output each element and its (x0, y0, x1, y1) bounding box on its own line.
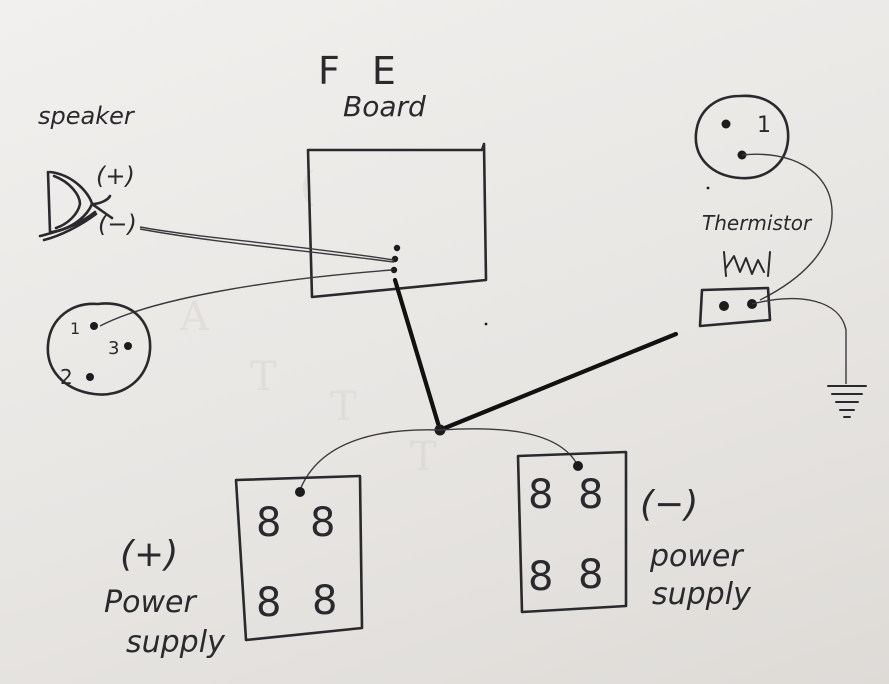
left-socket-pin-3 (124, 342, 132, 350)
speaker-icon (38, 170, 114, 242)
negative-supply-digit-4: 8 (578, 552, 603, 598)
left-socket-pin-3-label: 3 (108, 338, 119, 359)
positive-supply-digit-3: 8 (256, 580, 281, 626)
negative-supply-sign: (−) (640, 484, 698, 525)
negative-supply-label-line1: power (649, 539, 744, 574)
thermistor-to-junction-line (437, 331, 679, 433)
left-socket-pin-2 (86, 373, 94, 381)
speaker-positive-label: (+) (96, 162, 135, 190)
positive-supply-digit-4: 8 (312, 578, 337, 624)
speaker-wire (139, 226, 395, 261)
speaker-label: speaker (38, 102, 136, 130)
right-socket-pin-1-label: 1 (757, 113, 771, 138)
svg-text:T: T (330, 384, 357, 430)
bleed-through: ( A T T T (179, 164, 437, 480)
thermistor-terminal-left (719, 301, 729, 311)
svg-text:T: T (250, 354, 277, 400)
right-socket-pin-a (721, 119, 731, 129)
thermistor-icon (723, 251, 771, 277)
right-socket: 1 (694, 94, 790, 180)
thermistor-block (698, 286, 772, 328)
speaker-negative-label: (−) (98, 210, 137, 238)
positive-power-supply: 8 8 8 8 (+) Power supply (104, 474, 364, 660)
ground-wire (751, 297, 847, 384)
fe-board-terminal-1 (393, 244, 401, 252)
positive-supply-sign: (+) (120, 534, 178, 575)
ground-icon (827, 385, 867, 418)
socket-to-thermistor-wire (741, 153, 833, 301)
socket-wire (99, 269, 393, 327)
negative-power-supply: 8 8 8 8 (−) power supply (516, 450, 752, 614)
fe-board: F E Board (306, 49, 488, 299)
right-socket-outline (694, 94, 790, 180)
junction-to-positive-supply-wire (299, 429, 441, 491)
negative-supply-digit-2: 8 (578, 472, 603, 518)
left-socket-pin-2-label: 2 (60, 365, 73, 389)
left-socket: 1 3 2 (46, 302, 152, 396)
negative-supply-digit-3: 8 (528, 554, 553, 600)
positive-supply-digit-2: 8 (310, 500, 335, 546)
positive-supply-label-line1: Power (104, 585, 197, 620)
negative-supply-terminal (573, 461, 583, 471)
ink-speck (484, 322, 488, 326)
junction-to-negative-supply-wire (439, 428, 579, 467)
fe-board-subtitle: Board (343, 90, 426, 123)
ground (751, 297, 867, 418)
left-socket-pin-1 (90, 322, 98, 330)
positive-supply-digit-1: 8 (256, 500, 281, 546)
fe-to-junction-line (392, 277, 443, 433)
svg-text:A: A (179, 294, 210, 340)
positive-supply-box (234, 474, 364, 642)
ink-speck (706, 186, 710, 190)
negative-supply-label-line2: supply (652, 577, 752, 612)
fe-board-box (306, 142, 488, 299)
left-socket-outline (46, 302, 152, 396)
speaker-wire-2 (139, 228, 395, 263)
negative-supply-box (516, 450, 628, 614)
thermistor-label: Thermistor (702, 211, 813, 235)
speaker: speaker (+) (−) (38, 102, 137, 242)
positive-supply-label-line2: supply (126, 625, 226, 660)
negative-supply-digit-1: 8 (528, 472, 553, 518)
left-socket-pin-1-label: 1 (70, 319, 80, 338)
fe-board-terminal-3 (390, 266, 398, 274)
svg-text:T: T (410, 434, 437, 480)
thermistor: Thermistor (698, 211, 813, 328)
positive-supply-terminal (295, 487, 305, 497)
fe-board-title: F E (318, 49, 406, 93)
